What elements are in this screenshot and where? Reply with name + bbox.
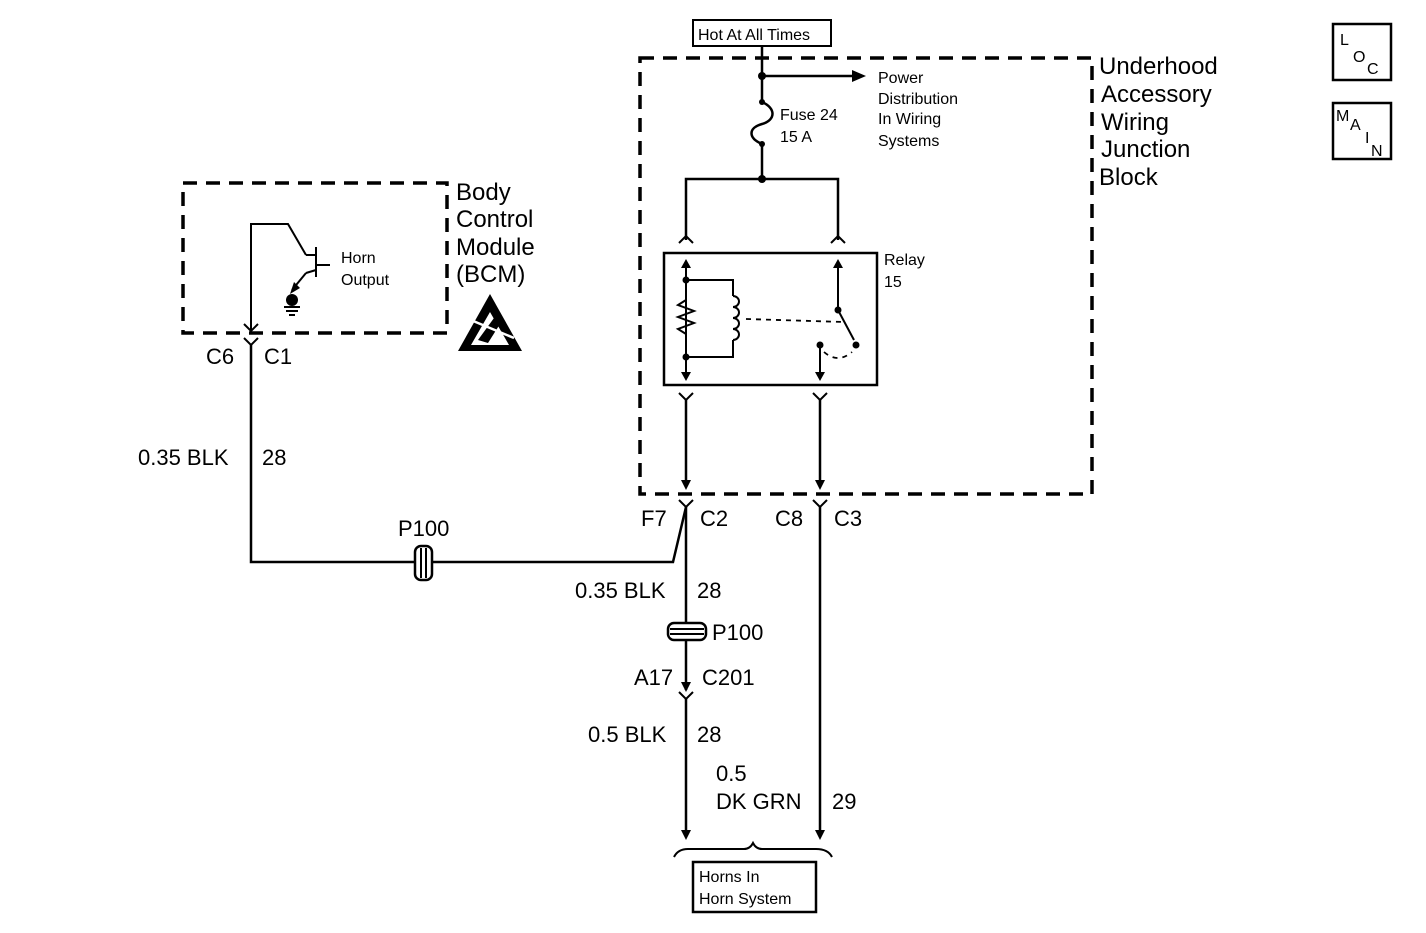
bcm-connector-c1: C1	[264, 344, 292, 369]
relay-armature-link	[745, 318, 845, 323]
svg-text:Power: Power	[878, 70, 924, 87]
fuse-24-symbol	[750, 100, 774, 146]
inline-pin-a17: A17	[634, 665, 673, 690]
junction-block-title: Underhood Accessory Wiring Junction Bloc…	[1099, 53, 1218, 191]
relay-coil-symbol	[732, 295, 740, 341]
svg-text:Distribution: Distribution	[878, 91, 958, 108]
svg-text:Underhood: Underhood	[1099, 53, 1218, 80]
relay-15-box	[662, 251, 879, 387]
bcm-pin-c6: C6	[206, 344, 234, 369]
main-button[interactable]: M A I N	[1331, 101, 1393, 161]
relay-pin-switch-feed	[830, 234, 846, 244]
bcm-horn-relay-wire	[249, 345, 414, 564]
svg-text:O: O	[1353, 49, 1365, 66]
svg-text:M: M	[1336, 108, 1349, 125]
svg-text:Wiring: Wiring	[1101, 109, 1169, 136]
bcm-wire-color: 0.35 BLK	[138, 445, 229, 470]
bcm-output-arrow	[243, 323, 259, 333]
connector-c3-pin	[812, 499, 828, 509]
hot-at-all-times-label: Hot At All Times	[698, 27, 810, 44]
splice-to-f7-wire	[432, 506, 688, 564]
relay-coil-output-arrow	[681, 480, 691, 490]
svg-text:C: C	[1367, 61, 1379, 78]
bcm-title: Body Control Module (BCM)	[456, 179, 535, 288]
svg-text:N: N	[1371, 143, 1383, 160]
svg-text:Body: Body	[456, 179, 511, 206]
svg-text:Systems: Systems	[878, 133, 939, 150]
connector-c2-pin	[678, 499, 694, 509]
a17-wire-circuit: 28	[697, 722, 721, 747]
inline-connector-c201: C201	[702, 665, 755, 690]
splice-p100-label-b: P100	[712, 620, 763, 645]
power-distribution-label: Power Distribution In Wiring Systems	[878, 70, 958, 150]
relay-switch-output-arrow	[815, 480, 825, 490]
f7-wire-circuit: 28	[697, 578, 721, 603]
junction-block-boundary	[638, 56, 1094, 496]
relay-feed-wire	[684, 177, 840, 240]
c8-wire-size: 0.5	[716, 761, 747, 786]
fuse-rating: 15 A	[780, 129, 812, 146]
f7-wire-color: 0.35 BLK	[575, 578, 666, 603]
horn-circuit-28-arrow	[681, 830, 691, 840]
relay-pin-coil-feed	[678, 234, 694, 244]
svg-text:I: I	[1365, 130, 1369, 147]
splice-p100-label-a: P100	[398, 516, 449, 541]
esd-warning-icon	[458, 294, 522, 351]
horns-destination-box	[691, 860, 818, 914]
svg-text:Junction: Junction	[1101, 136, 1190, 163]
splice-pack-p100-vertical	[666, 621, 708, 642]
horn-output-label-2: Output	[341, 272, 390, 289]
relay-switch-circuit	[745, 259, 860, 381]
horns-brace	[673, 840, 833, 858]
c201-male-pin	[678, 691, 694, 701]
horn-circuit-29-arrow	[815, 830, 825, 840]
connector-c3: C3	[834, 506, 862, 531]
pin-f7: F7	[641, 506, 667, 531]
a17-wire-color: 0.5 BLK	[588, 722, 667, 747]
svg-text:(BCM): (BCM)	[456, 261, 525, 288]
pin-c8: C8	[775, 506, 803, 531]
svg-text:Accessory: Accessory	[1101, 81, 1212, 108]
relay-coil-circuit	[675, 259, 740, 381]
bcm-wire-circuit: 28	[262, 445, 286, 470]
c8-wire-color: DK GRN	[716, 789, 802, 814]
horns-label-2: Horn System	[699, 891, 791, 908]
relay-name: Relay	[884, 252, 925, 269]
svg-text:L: L	[1340, 32, 1349, 49]
horn-output-label-1: Horn	[341, 250, 376, 267]
svg-text:In Wiring: In Wiring	[878, 111, 941, 128]
bcm-connector-pin	[243, 337, 259, 347]
relay-resistor-symbol	[675, 299, 697, 335]
connector-c2: C2	[700, 506, 728, 531]
relay-output-pins	[678, 392, 828, 402]
svg-text:Block: Block	[1099, 164, 1159, 191]
relay-number: 15	[884, 274, 902, 291]
svg-text:Module: Module	[456, 234, 535, 261]
svg-text:A: A	[1350, 117, 1361, 134]
power-distribution-arrow	[852, 70, 866, 82]
splice-pack-p100-horizontal	[413, 544, 434, 582]
horns-label-1: Horns In	[699, 869, 759, 886]
bcm-ground-icon	[284, 294, 300, 316]
c8-wire-circuit: 29	[832, 789, 856, 814]
c201-female-arrow	[681, 682, 691, 692]
fuse-name: Fuse 24	[780, 107, 838, 124]
svg-text:Control: Control	[456, 206, 533, 233]
loc-button[interactable]: L O C	[1331, 22, 1393, 82]
horn-output-transistor	[250, 223, 330, 330]
